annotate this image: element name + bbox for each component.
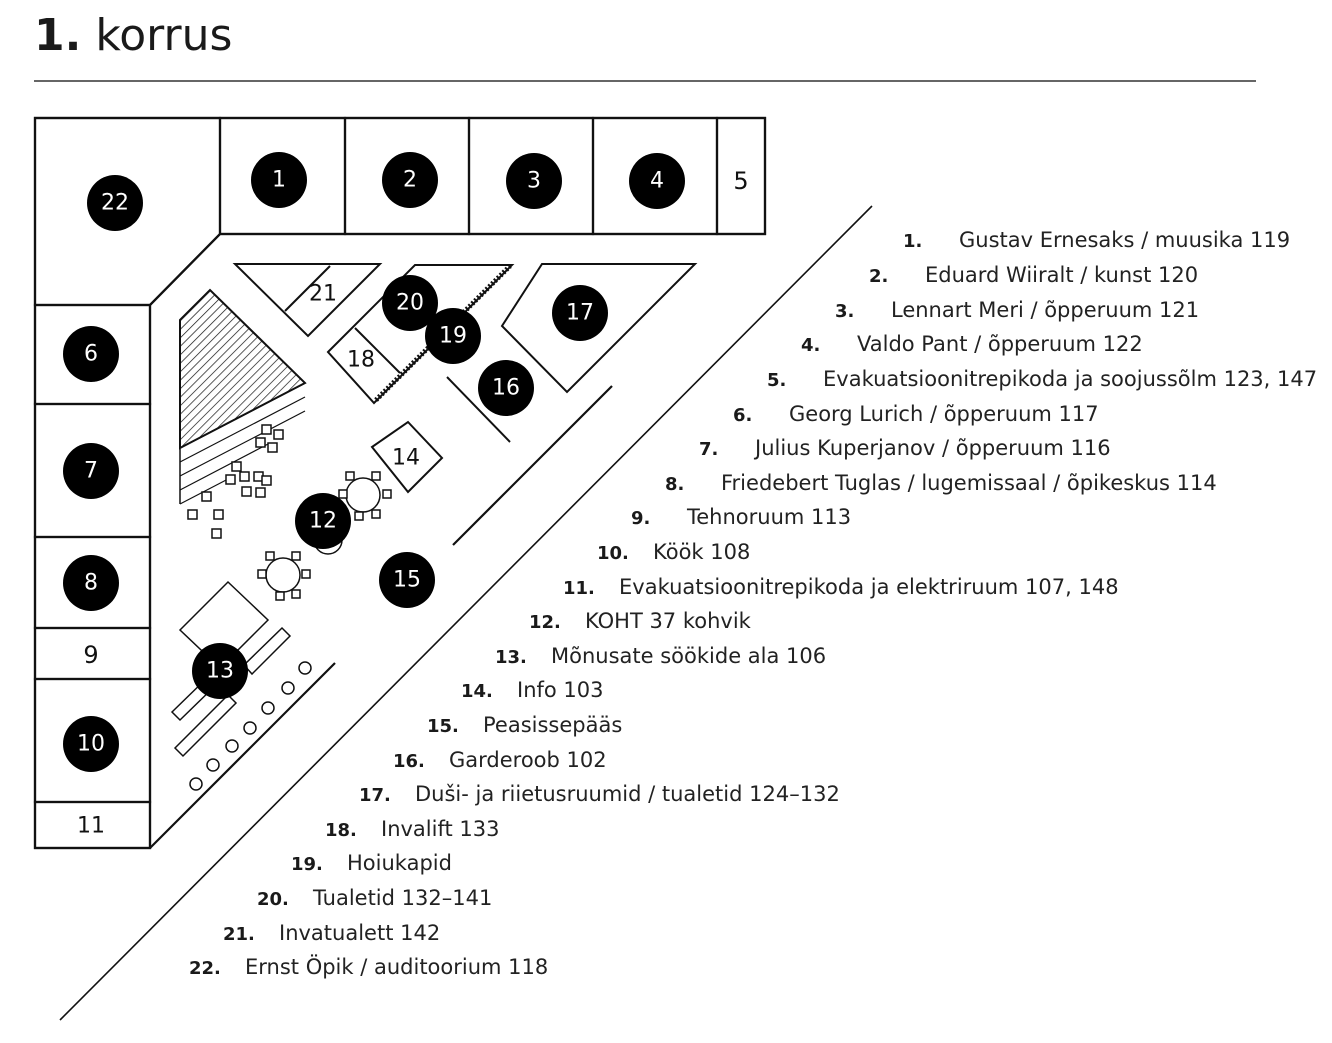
marker-9-label: 9 [83, 641, 98, 669]
marker-12-label: 12 [309, 509, 337, 534]
marker-4-label: 4 [650, 169, 664, 194]
legend-item-15: 15.Peasissepääs [427, 713, 623, 737]
floor-word: korrus [95, 10, 233, 61]
entrance-wall-line [452, 385, 613, 546]
building-outline [33, 116, 873, 1021]
wardrobe-wall [446, 376, 511, 443]
legend-item-2: 2.Eduard Wiiralt / kunst 120 [869, 263, 1199, 287]
marker-3-label: 3 [527, 169, 541, 194]
marker-13-circle [192, 643, 248, 699]
marker-11-label: 11 [77, 814, 105, 839]
legend-item-9: 9.Tehnoruum 113 [631, 505, 852, 529]
marker-8-circle [63, 555, 119, 611]
marker-17-label: 17 [566, 301, 594, 326]
legend-item-6: 6.Georg Lurich / õpperuum 117 [733, 402, 1099, 426]
marker-7-label: 7 [84, 459, 98, 484]
marker-21-label: 21 [309, 282, 337, 307]
marker-6-label: 6 [84, 342, 98, 367]
map-markers [63, 152, 685, 772]
lockers-strip [374, 264, 512, 402]
marker-2-label: 2 [403, 168, 417, 193]
marker-5-label: 5 [733, 167, 748, 195]
cafe-furniture [170, 424, 392, 791]
marker-7-circle [63, 443, 119, 499]
marker-20-label: 20 [396, 291, 424, 316]
marker-18-label: 18 [347, 348, 375, 373]
marker-19-circle [425, 308, 481, 364]
marker-12-circle [295, 493, 351, 549]
legend-item-18: 18.Invalift 133 [325, 817, 500, 841]
floor-title: 1. korrus [34, 6, 232, 66]
legend-item-21: 21.Invatualett 142 [223, 921, 441, 945]
legend-item-20: 20.Tualetid 132–141 [257, 886, 493, 910]
legend-item-8: 8.Friedebert Tuglas / lugemissaal / õpik… [665, 471, 1217, 495]
marker-3-circle [506, 153, 562, 209]
marker-15-label: 15 [393, 568, 421, 593]
legend-item-1: 1.Gustav Ernesaks / muusika 119 [903, 228, 1291, 252]
marker-13-label: 13 [206, 659, 234, 684]
marker-15-circle [379, 552, 435, 608]
legend-item-16: 16.Garderoob 102 [393, 748, 607, 772]
floor-number: 1. [34, 10, 82, 61]
marker-22-label: 22 [101, 191, 129, 216]
room-21 [232, 263, 383, 338]
legend-item-7: 7.Julius Kuperjanov / õpperuum 116 [699, 436, 1111, 460]
info-desk [370, 420, 444, 494]
legend-item-4: 4.Valdo Pant / õpperuum 122 [801, 332, 1143, 356]
marker-10-label: 10 [77, 732, 105, 757]
marker-6-circle [63, 326, 119, 382]
marker-10-circle [63, 716, 119, 772]
legend-item-11: 11.Evakuatsioonitrepikoda ja elektriruum… [563, 575, 1119, 599]
marker-19-label: 19 [439, 324, 467, 349]
staircase [179, 288, 307, 505]
room-22 [33, 116, 222, 307]
legend-item-22: 22.Ernst Öpik / auditoorium 118 [189, 955, 549, 979]
legend-item-13: 13.Mõnusate söökide ala 106 [495, 644, 827, 668]
marker-1-circle [251, 152, 307, 208]
legend-item-10: 10.Köök 108 [597, 540, 751, 564]
title-divider [34, 80, 1256, 82]
room-5 [715, 116, 767, 236]
room-11 [33, 800, 152, 850]
marker-14-label: 14 [392, 446, 420, 471]
marker-22-circle [87, 175, 143, 231]
legend-item-19: 19.Hoiukapid [291, 851, 452, 875]
marker-17-circle [552, 285, 608, 341]
legend-item-17: 17.Duši- ja riietusruumid / tualetid 124… [359, 782, 840, 806]
facade-inner-line [149, 662, 336, 849]
legend-item-14: 14.Info 103 [461, 678, 604, 702]
legend-item-3: 3.Lennart Meri / õpperuum 121 [835, 298, 1200, 322]
marker-16-label: 16 [492, 376, 520, 401]
marker-8-label: 8 [84, 571, 98, 596]
legend-item-5: 5.Evakuatsioonitrepikoda ja soojussõlm 1… [767, 367, 1318, 391]
marker-20-circle [382, 275, 438, 331]
legend-item-12: 12.KOHT 37 kohvik [529, 609, 751, 633]
marker-1-label: 1 [272, 168, 286, 193]
room-17 [500, 263, 698, 394]
marker-16-circle [478, 360, 534, 416]
facade-outer-line [59, 205, 873, 1021]
marker-2-circle [382, 152, 438, 208]
marker-4-circle [629, 153, 685, 209]
